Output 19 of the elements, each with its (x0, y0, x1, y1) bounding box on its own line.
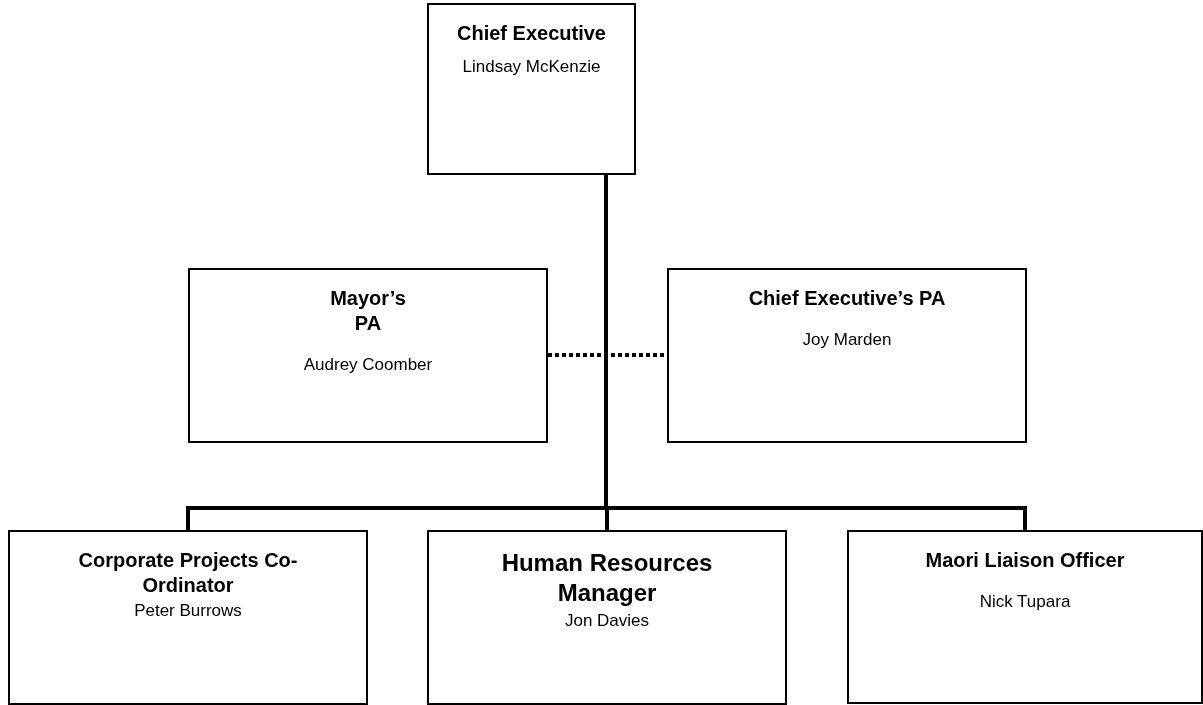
role-box (427, 530, 787, 705)
role-title: Mayor’s PA (329, 286, 407, 336)
role-box (847, 530, 1203, 704)
role-box (667, 268, 1027, 443)
person-name: Lindsay McKenzie (462, 56, 601, 78)
role-title: Chief Executive’s PA (748, 286, 946, 311)
role-box (427, 3, 636, 175)
role-title: Human Resources Manager (500, 548, 714, 608)
role-title: Corporate Projects Co-Ordinator (77, 548, 299, 598)
role-title: Chief Executive (457, 21, 606, 46)
person-name: Peter Burrows (134, 600, 242, 622)
person-name: Joy Marden (802, 329, 892, 351)
dotted-connector (548, 353, 667, 357)
role-box (8, 530, 368, 705)
role-box (188, 268, 548, 443)
person-name: Nick Tupara (979, 591, 1071, 613)
person-name: Audrey Coomber (303, 354, 433, 376)
role-title: Maori Liaison Officer (925, 548, 1125, 573)
person-name: Jon Davies (564, 610, 650, 632)
